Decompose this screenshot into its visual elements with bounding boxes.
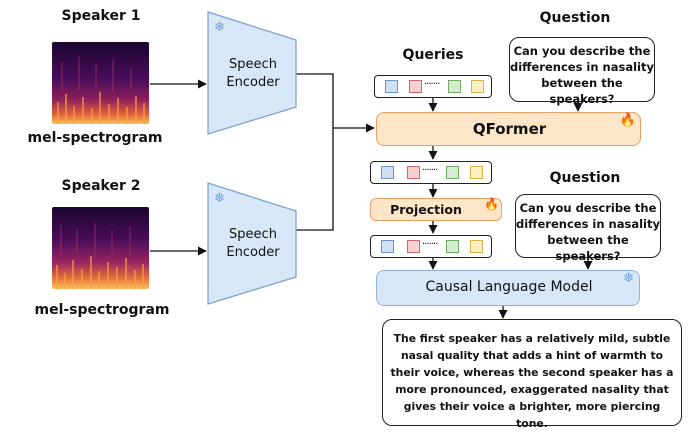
token-ellipsis: ······· bbox=[422, 165, 438, 176]
speech-encoder-2-shape bbox=[207, 182, 297, 305]
model-response-box: The first speaker has a relatively mild,… bbox=[382, 319, 682, 430]
token-red bbox=[407, 240, 420, 253]
question-1-line-3: between the speakers? bbox=[541, 76, 623, 106]
causal-language-model-label: Causal Language Model bbox=[425, 279, 593, 295]
snowflake-icon: ❄ bbox=[214, 191, 225, 206]
token-yellow bbox=[470, 240, 483, 253]
question-2-line-1: Can you describe the bbox=[519, 201, 657, 215]
token-blue bbox=[381, 166, 394, 179]
speaker-1-title: Speaker 1 bbox=[61, 8, 141, 24]
line-encoder2-out bbox=[296, 128, 334, 231]
qformer-block: QFormer 🔥 bbox=[376, 112, 641, 146]
qformer-label: QFormer bbox=[472, 120, 547, 138]
question-2-line-3: between the speakers? bbox=[547, 233, 629, 263]
mel-spectrogram-2-label: mel-spectrogram bbox=[34, 302, 170, 318]
question-2-line-2: differences in nasality bbox=[516, 217, 660, 231]
encoder-1-line-2: Encoder bbox=[226, 75, 280, 90]
fire-icon: 🔥 bbox=[484, 197, 499, 211]
projection-output-tokens-row: ······· bbox=[370, 235, 492, 258]
queries-label: Queries bbox=[402, 47, 464, 63]
token-green bbox=[446, 240, 459, 253]
query-tokens-row: ······· bbox=[374, 75, 492, 98]
snowflake-icon: ❄ bbox=[214, 20, 225, 35]
causal-language-model-block: Causal Language Model ❄ bbox=[376, 270, 640, 306]
token-ellipsis: ······· bbox=[422, 239, 438, 250]
token-blue bbox=[385, 80, 398, 93]
token-yellow bbox=[470, 166, 483, 179]
encoder-1-line-1: Speech bbox=[229, 57, 277, 72]
spectrogram-1 bbox=[52, 42, 149, 124]
response-line-5: gives their voice a brighter, more pierc… bbox=[403, 400, 661, 430]
response-line-2: nasal quality that adds a hint of warmth… bbox=[400, 349, 664, 362]
fire-icon: 🔥 bbox=[619, 113, 636, 128]
token-ellipsis: ······· bbox=[424, 79, 440, 90]
token-red bbox=[409, 80, 422, 93]
snowflake-icon: ❄ bbox=[623, 271, 634, 286]
projection-label: Projection bbox=[390, 202, 462, 217]
speech-encoder-1-shape bbox=[207, 11, 297, 135]
question-1-heading: Question bbox=[539, 10, 611, 26]
token-blue bbox=[381, 240, 394, 253]
token-red bbox=[407, 166, 420, 179]
encoder-2-line-2: Encoder bbox=[226, 245, 280, 260]
question-1-line-2: differences in nasality bbox=[510, 60, 654, 74]
encoder-2-line-1: Speech bbox=[229, 227, 277, 242]
speech-encoder-1-label: Speech Encoder bbox=[208, 56, 298, 92]
token-yellow bbox=[471, 80, 484, 93]
response-line-4: more pronounced, exaggerated nasality th… bbox=[395, 383, 669, 396]
question-1-box: Can you describe the differences in nasa… bbox=[509, 37, 655, 106]
mel-spectrogram-1-label: mel-spectrogram bbox=[27, 130, 163, 146]
line-encoder1-out bbox=[296, 73, 334, 128]
qformer-output-tokens-row: ······· bbox=[370, 161, 492, 184]
response-line-3: their voice, whereas the second speaker … bbox=[390, 366, 674, 379]
spectrogram-2 bbox=[52, 207, 149, 289]
question-2-box: Can you describe the differences in nasa… bbox=[515, 194, 661, 263]
response-line-1: The first speaker has a relatively mild,… bbox=[393, 332, 671, 345]
token-green bbox=[448, 80, 461, 93]
token-green bbox=[446, 166, 459, 179]
speaker-2-title: Speaker 2 bbox=[61, 178, 141, 194]
projection-block: Projection 🔥 bbox=[370, 197, 502, 221]
question-1-line-1: Can you describe the bbox=[513, 44, 651, 58]
speech-encoder-2-label: Speech Encoder bbox=[208, 226, 298, 262]
question-2-heading: Question bbox=[549, 170, 621, 186]
